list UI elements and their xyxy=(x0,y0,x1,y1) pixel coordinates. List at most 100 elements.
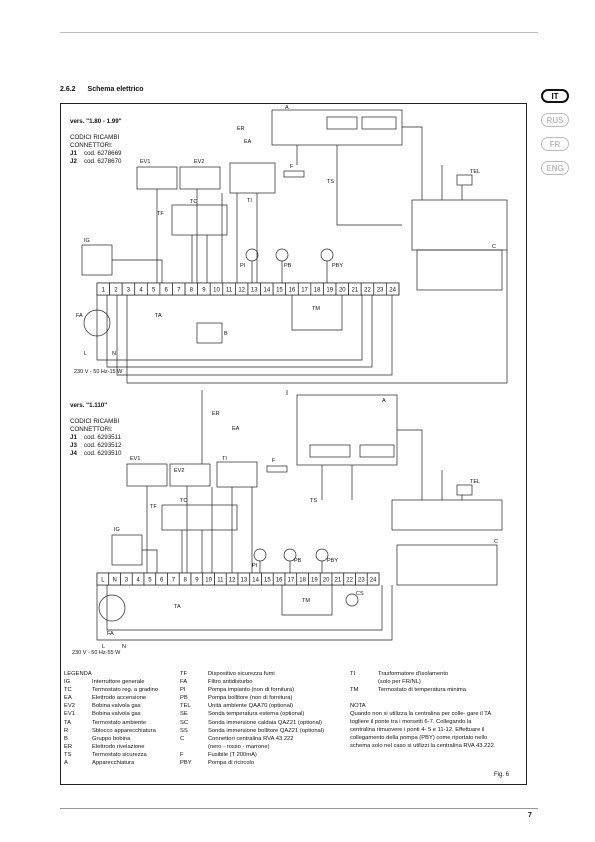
label-tc: TC xyxy=(180,498,187,504)
terminal-label: 20 xyxy=(323,578,330,584)
legend-text: Sonda immersione caldaia QAZ21 (optional… xyxy=(208,719,323,726)
label-pby: PBY xyxy=(332,263,343,269)
terminal-label: 8 xyxy=(190,288,194,294)
valve-ev1 xyxy=(126,463,168,487)
legend-text: Gruppo bobina xyxy=(92,735,131,742)
diagram1-codes-title: CODICI RICAMBI xyxy=(70,134,120,141)
terminal-label: 9 xyxy=(195,578,199,584)
room-unit-tel xyxy=(456,174,473,186)
terminal-label: L xyxy=(101,578,105,584)
figure-label: Fig. 6 xyxy=(494,772,510,778)
legend-title: LEGENDA xyxy=(64,671,92,677)
legend-code: EV2 xyxy=(64,703,75,710)
valve-ev2 xyxy=(179,166,221,190)
terminal-label: 14 xyxy=(263,288,270,294)
label-f: F xyxy=(272,458,276,464)
label-ta: TA xyxy=(155,313,162,319)
diagram2-info: vers. "1.110" CODICI RICAMBI CONNETTORI:… xyxy=(70,402,122,458)
control-box-a xyxy=(296,394,398,466)
label-ts: TS xyxy=(327,179,334,185)
terminal-label: 3 xyxy=(127,288,131,294)
label-ev1: EV1 xyxy=(130,456,140,462)
label-ig: IG xyxy=(114,527,120,533)
legend-text: Unità ambiente QAA70 (optional) xyxy=(208,703,294,710)
legend-text: Dispositivo sicurezza fumi xyxy=(208,671,275,677)
legend-text: (nero - rosso - marrone) xyxy=(208,743,270,750)
diagram2-codes-title: CODICI RICAMBI xyxy=(70,418,120,425)
legend-code: TEL xyxy=(180,703,191,710)
page-number: 7 xyxy=(528,812,532,819)
legend-code: R xyxy=(64,727,69,734)
label-er: ER xyxy=(212,411,220,417)
diagram2-power: 230 V - 50 Hz-55 W xyxy=(72,650,121,656)
lang-tab-rus[interactable]: RUS xyxy=(541,113,569,127)
terminal-label: 24 xyxy=(389,288,396,294)
terminal-label: 18 xyxy=(314,288,321,294)
terminal-label: 16 xyxy=(276,578,283,584)
coil-b xyxy=(196,322,223,344)
fuse-f xyxy=(266,465,288,473)
lang-tab-it[interactable]: IT xyxy=(541,89,569,103)
header-rule xyxy=(60,32,538,33)
fuse-f xyxy=(283,170,305,178)
terminal-label: 6 xyxy=(165,288,169,294)
terminal-label: 21 xyxy=(352,288,359,294)
pump-pb xyxy=(275,248,289,262)
legend-code: SE xyxy=(180,711,188,718)
label-er: ER xyxy=(237,126,245,132)
terminal-label: 22 xyxy=(346,578,353,584)
connector-c xyxy=(411,199,508,251)
diagram1-connectors-title: CONNETTORI: xyxy=(70,142,113,149)
label-b: B xyxy=(224,331,228,337)
note-block: NOTA Quando non si utilizza la centralin… xyxy=(350,702,496,751)
note-title: NOTA xyxy=(350,703,366,709)
terminal-label: 10 xyxy=(205,578,212,584)
figure-frame xyxy=(60,103,527,785)
lang-tab-eng[interactable]: ENG xyxy=(541,161,569,175)
legend-code xyxy=(350,678,378,686)
svg-text:N: N xyxy=(112,351,116,357)
diagram1-version: vers. "1.80 - 1.99" xyxy=(70,118,122,125)
legend-text: Bobina valvola gas xyxy=(92,711,141,718)
terminal-label: 7 xyxy=(172,578,176,584)
legend-code: SS xyxy=(180,727,188,734)
diagram1-power: 230 V - 50 Hz-15 W xyxy=(74,369,123,375)
terminal-label: 18 xyxy=(299,578,306,584)
label-pi: PI xyxy=(252,563,258,569)
legend-text: Apparecchiatura xyxy=(92,760,135,767)
transformer-ti xyxy=(229,162,276,194)
legend-code: TI xyxy=(350,671,356,677)
lang-tab-fr[interactable]: FR xyxy=(541,137,569,151)
label-fa: FA xyxy=(107,631,114,637)
legend-code: PB xyxy=(180,695,188,702)
label-ea: EA xyxy=(232,426,240,432)
legend-text: Connettori centralina RVA 43.222 xyxy=(208,735,294,742)
terminal-label: 19 xyxy=(311,578,318,584)
label-c: C xyxy=(494,539,498,545)
terminal-label: N xyxy=(112,578,116,584)
legend-text: Sblocco apparecchiatura xyxy=(92,727,156,734)
terminal-label: 11 xyxy=(226,288,233,294)
terminal-label: 23 xyxy=(377,288,384,294)
pump-pi xyxy=(253,548,267,562)
legend-text: Bobina valvola gas xyxy=(92,703,141,710)
label-ti: TI xyxy=(222,456,227,462)
legend-code: PI xyxy=(180,687,186,694)
label-ea: EA xyxy=(244,139,252,145)
section-title: Schema elettrico xyxy=(87,86,144,93)
legend-code: TS xyxy=(64,751,72,758)
label-pi: PI xyxy=(240,263,246,269)
legend-text: Elettrodo accensione xyxy=(92,695,147,702)
label-pb: PB xyxy=(294,558,302,564)
